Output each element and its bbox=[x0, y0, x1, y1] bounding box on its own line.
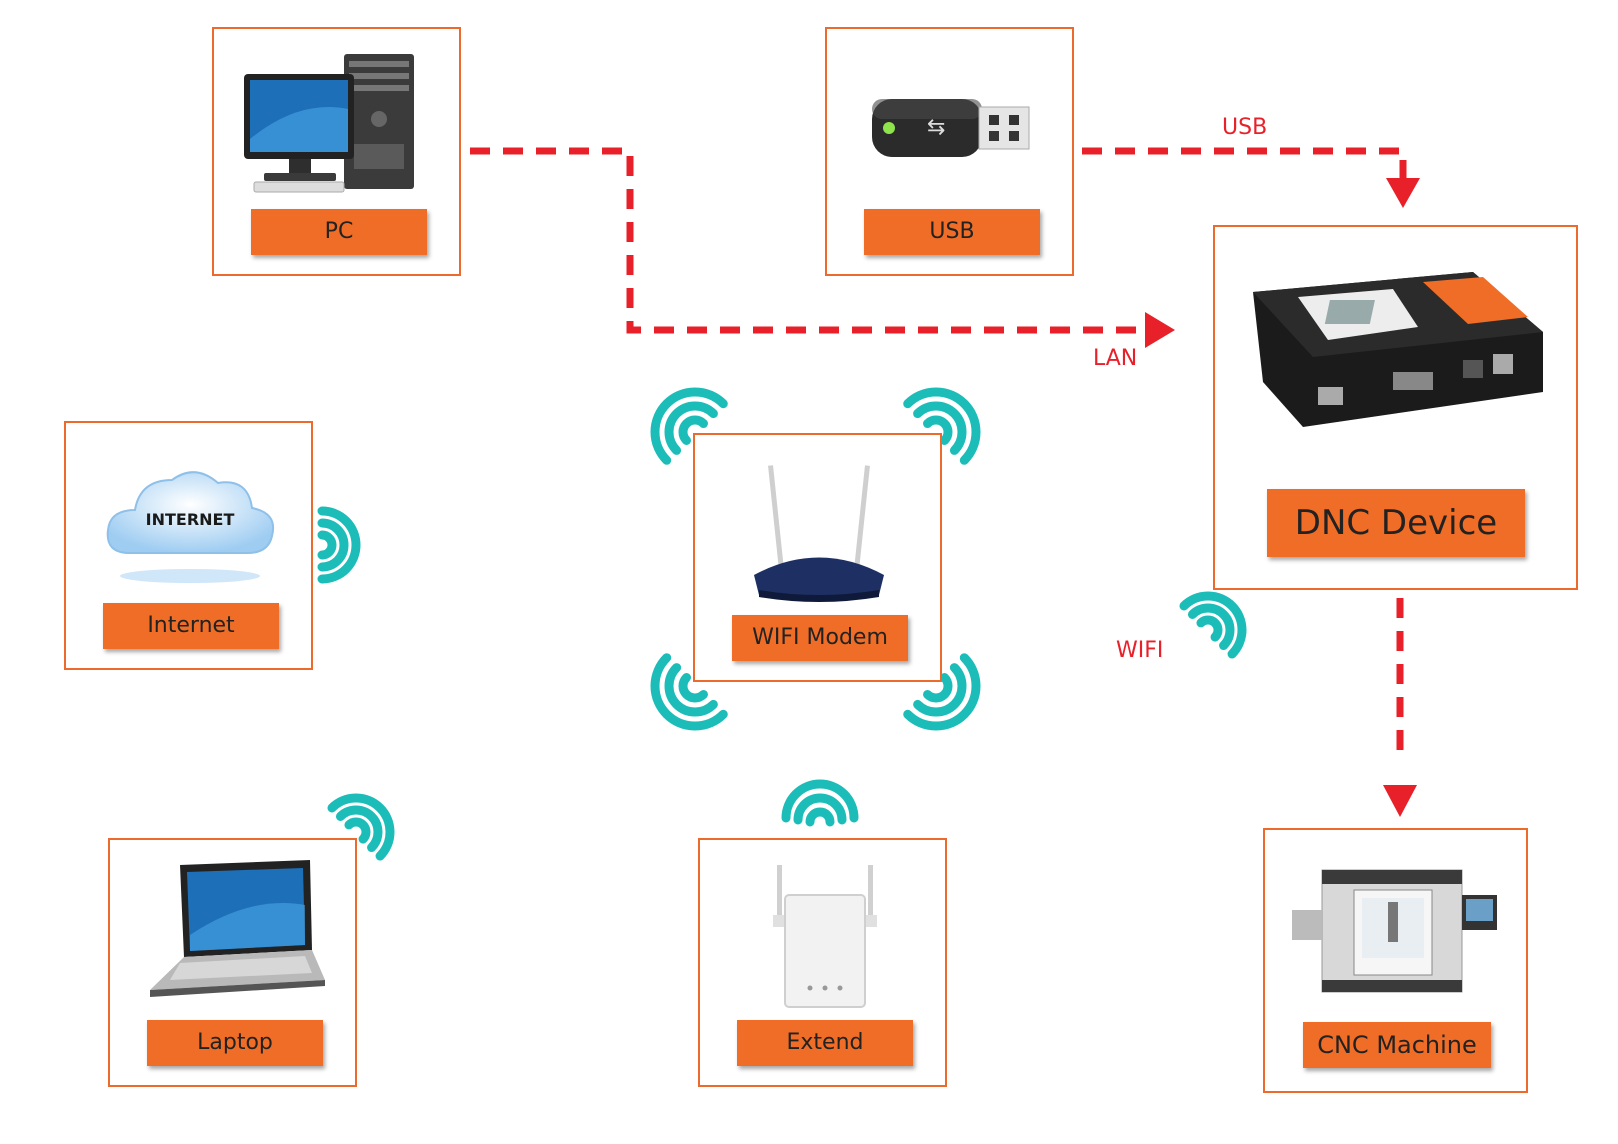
pc-node[interactable]: PC bbox=[212, 27, 461, 276]
wifi-signal-icon bbox=[903, 387, 981, 465]
wifi-signal-icon bbox=[1179, 591, 1247, 659]
internet-node[interactable]: INTERNET Internet bbox=[64, 421, 313, 670]
wifi-signal-icon bbox=[327, 793, 395, 861]
wifi-extender-icon bbox=[773, 865, 877, 1008]
internet-cloud-text: INTERNET bbox=[145, 510, 235, 529]
lan-arrowhead bbox=[1145, 312, 1175, 348]
dnc-device-label: DNC Device bbox=[1267, 489, 1525, 557]
usb-connector bbox=[1082, 147, 1407, 180]
wifi-modem-node[interactable]: WIFI Modem bbox=[693, 433, 942, 682]
wifi-signal-icon bbox=[650, 387, 728, 465]
usb-arrowhead bbox=[1386, 178, 1420, 208]
dnc-device-icon bbox=[1253, 272, 1543, 427]
extend-label: Extend bbox=[737, 1020, 913, 1066]
usb-connection-label: USB bbox=[1222, 115, 1268, 140]
wifi-connection-label: WIFI bbox=[1116, 638, 1164, 663]
wifi-signal-icon bbox=[650, 653, 728, 731]
usb-label: USB bbox=[864, 209, 1040, 255]
usb-stick-icon: ⇆ bbox=[872, 99, 1030, 157]
usb-node[interactable]: ⇆ USB bbox=[825, 27, 1074, 276]
internet-label: Internet bbox=[103, 603, 279, 649]
cnc-machine-icon bbox=[1292, 869, 1497, 993]
cloud-icon bbox=[106, 471, 274, 583]
extend-node[interactable]: Extend bbox=[698, 838, 947, 1087]
wifi-signal-icon bbox=[317, 506, 361, 584]
cnc-machine-label: CNC Machine bbox=[1303, 1022, 1491, 1068]
lan-connection-label: LAN bbox=[1093, 346, 1138, 371]
laptop-label: Laptop bbox=[147, 1020, 323, 1066]
laptop-icon bbox=[150, 860, 325, 997]
wifi-signal-icon bbox=[781, 779, 859, 827]
cnc-machine-node[interactable]: CNC Machine bbox=[1263, 828, 1528, 1093]
lan-connector bbox=[470, 147, 1165, 334]
desktop-pc-icon bbox=[244, 54, 414, 193]
dnc-device-node[interactable]: DNC Device bbox=[1213, 225, 1578, 590]
pc-label: PC bbox=[251, 209, 427, 255]
wifi-signal-icon bbox=[903, 653, 981, 731]
cnc-arrowhead bbox=[1383, 785, 1417, 817]
svg-text:⇆: ⇆ bbox=[927, 115, 945, 140]
laptop-node[interactable]: Laptop bbox=[108, 838, 357, 1087]
wifi-modem-label: WIFI Modem bbox=[732, 615, 908, 661]
router-icon bbox=[754, 465, 884, 602]
